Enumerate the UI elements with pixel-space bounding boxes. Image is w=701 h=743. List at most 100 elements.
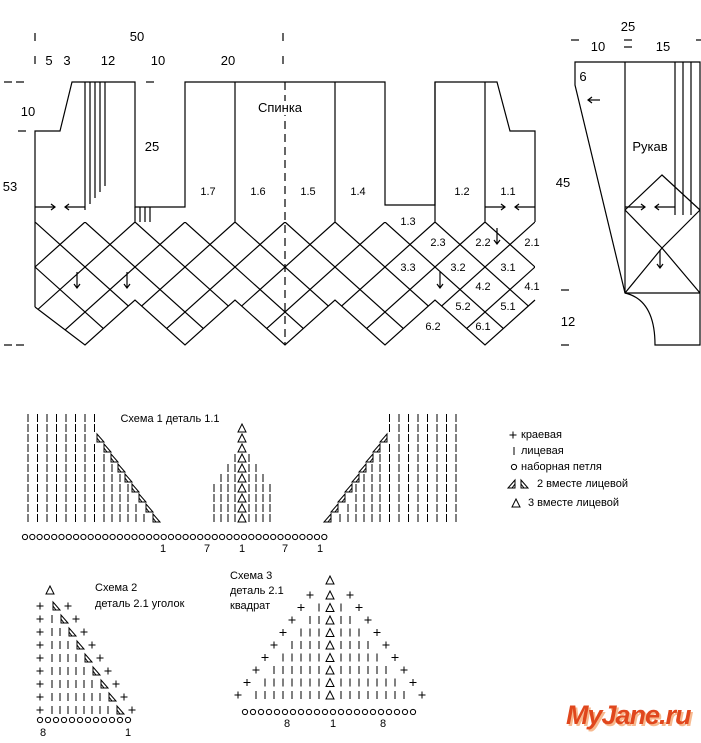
caston-stitch [92,716,100,724]
scheme2-title: Схема 2 [95,582,138,594]
caston-stitch [289,708,297,716]
edge-stitch [36,693,44,701]
caston-stitch [401,708,409,716]
edge-stitch [409,679,417,686]
edge-stitch [120,693,128,701]
caston-stitch [273,708,281,716]
k3tog-stitch [237,492,247,503]
sleeve-dim-25: 25 [620,19,636,34]
caston-stitch [160,533,167,541]
lattice-line [35,222,186,345]
part-label: 1.4 [350,186,366,198]
caston-stitch [102,533,109,541]
k2tog-stitch [110,452,120,463]
caston-stitch [44,716,52,724]
k2tog-stitch [336,492,346,503]
scheme3-subtitle2: квадрат [230,600,271,612]
k2tog-stitch [92,665,102,676]
sleeve-dim-15: 15 [655,39,671,54]
site-logo: MyJane.ru [566,700,692,730]
part-label: 6.2 [425,321,441,333]
k2tog-stitch [343,482,353,493]
caston-stitch [182,533,189,541]
arrow-head [64,203,70,211]
caston-stitch [345,708,353,716]
k3tog-stitch [237,472,247,483]
caston-stitch [36,716,44,724]
legend-caston: наборная петля [521,461,602,473]
lattice-line [35,222,86,345]
k3tog-stitch [237,452,247,463]
k2tog-stitch [117,462,127,473]
caston-stitch [329,708,337,716]
edge-stitch [36,680,44,688]
caston-stitch [305,708,313,716]
caston-stitch [29,533,36,541]
part-label: 5.1 [500,301,516,313]
legend-k2tog: 2 вместе лицевой [537,478,629,490]
edge-stitch [112,680,120,688]
part-label: 1.6 [250,186,266,198]
scheme3-count: 8 [283,718,291,730]
edge-stitch [382,641,390,649]
dim-height-25: 25 [144,139,160,154]
part-label: 1.7 [200,186,216,198]
k2tog-stitch [116,704,126,715]
edge-stitch [36,706,44,714]
k3tog-stitch [325,639,335,650]
edge-stitch [234,691,242,699]
caston-stitch [321,708,329,716]
sleeve-dim-45: 45 [555,175,571,190]
caston-stitch [21,533,29,541]
caston-stitch [277,533,284,541]
lattice-line [35,222,136,345]
part-label: 5.2 [455,301,471,313]
edge-stitch [36,654,44,662]
caston-stitch [226,533,233,541]
k2tog-stitch [103,442,113,453]
k2tog-stitch [76,639,86,650]
caston-stitch [248,533,255,541]
caston-stitch [94,533,102,541]
caston-stitch [52,716,60,724]
k3tog-stitch [237,432,247,443]
lattice-line [284,222,486,345]
caston-stitch [369,708,377,716]
sleeve-outline [574,61,701,346]
caston-stitch [262,533,269,541]
caston-stitch [219,533,226,541]
back-label: Спинка [257,100,303,115]
k2tog-stitch [52,600,62,611]
edge-stitch [252,666,260,674]
edge-stitch [364,616,372,624]
edge-stitch [80,628,88,636]
k3tog-stitch [325,602,335,612]
k2tog-stitch [96,432,106,443]
caston-stitch [361,708,369,716]
scheme3-count: 8 [379,718,387,730]
caston-stitch [255,533,262,541]
k3tog-stitch [325,677,335,687]
part-label: 6.1 [475,321,491,333]
arrow-head [654,203,660,211]
k2tog-stitch [131,482,141,493]
k2tog-stitch [138,492,148,503]
edge-stitch [36,641,44,649]
lattice-line [434,222,535,345]
edge-stitch [288,616,296,624]
arrow-head [514,203,520,211]
caston-stitch [241,708,249,716]
scheme2-count: 1 [124,727,132,739]
caston-stitch [153,533,160,541]
caston-stitch [87,533,94,541]
caston-stitch [377,708,385,716]
caston-stitch [353,708,361,716]
k3tog-stitch [237,462,247,473]
dim-height-53: 53 [2,179,18,194]
legend-k3tog: 3 вместе лицевой [528,497,620,509]
caston-stitch [84,716,92,724]
edge-stitch [104,667,112,675]
caston-stitch [58,533,65,541]
part-label: 2.2 [475,237,491,249]
caston-stitch [131,533,138,541]
